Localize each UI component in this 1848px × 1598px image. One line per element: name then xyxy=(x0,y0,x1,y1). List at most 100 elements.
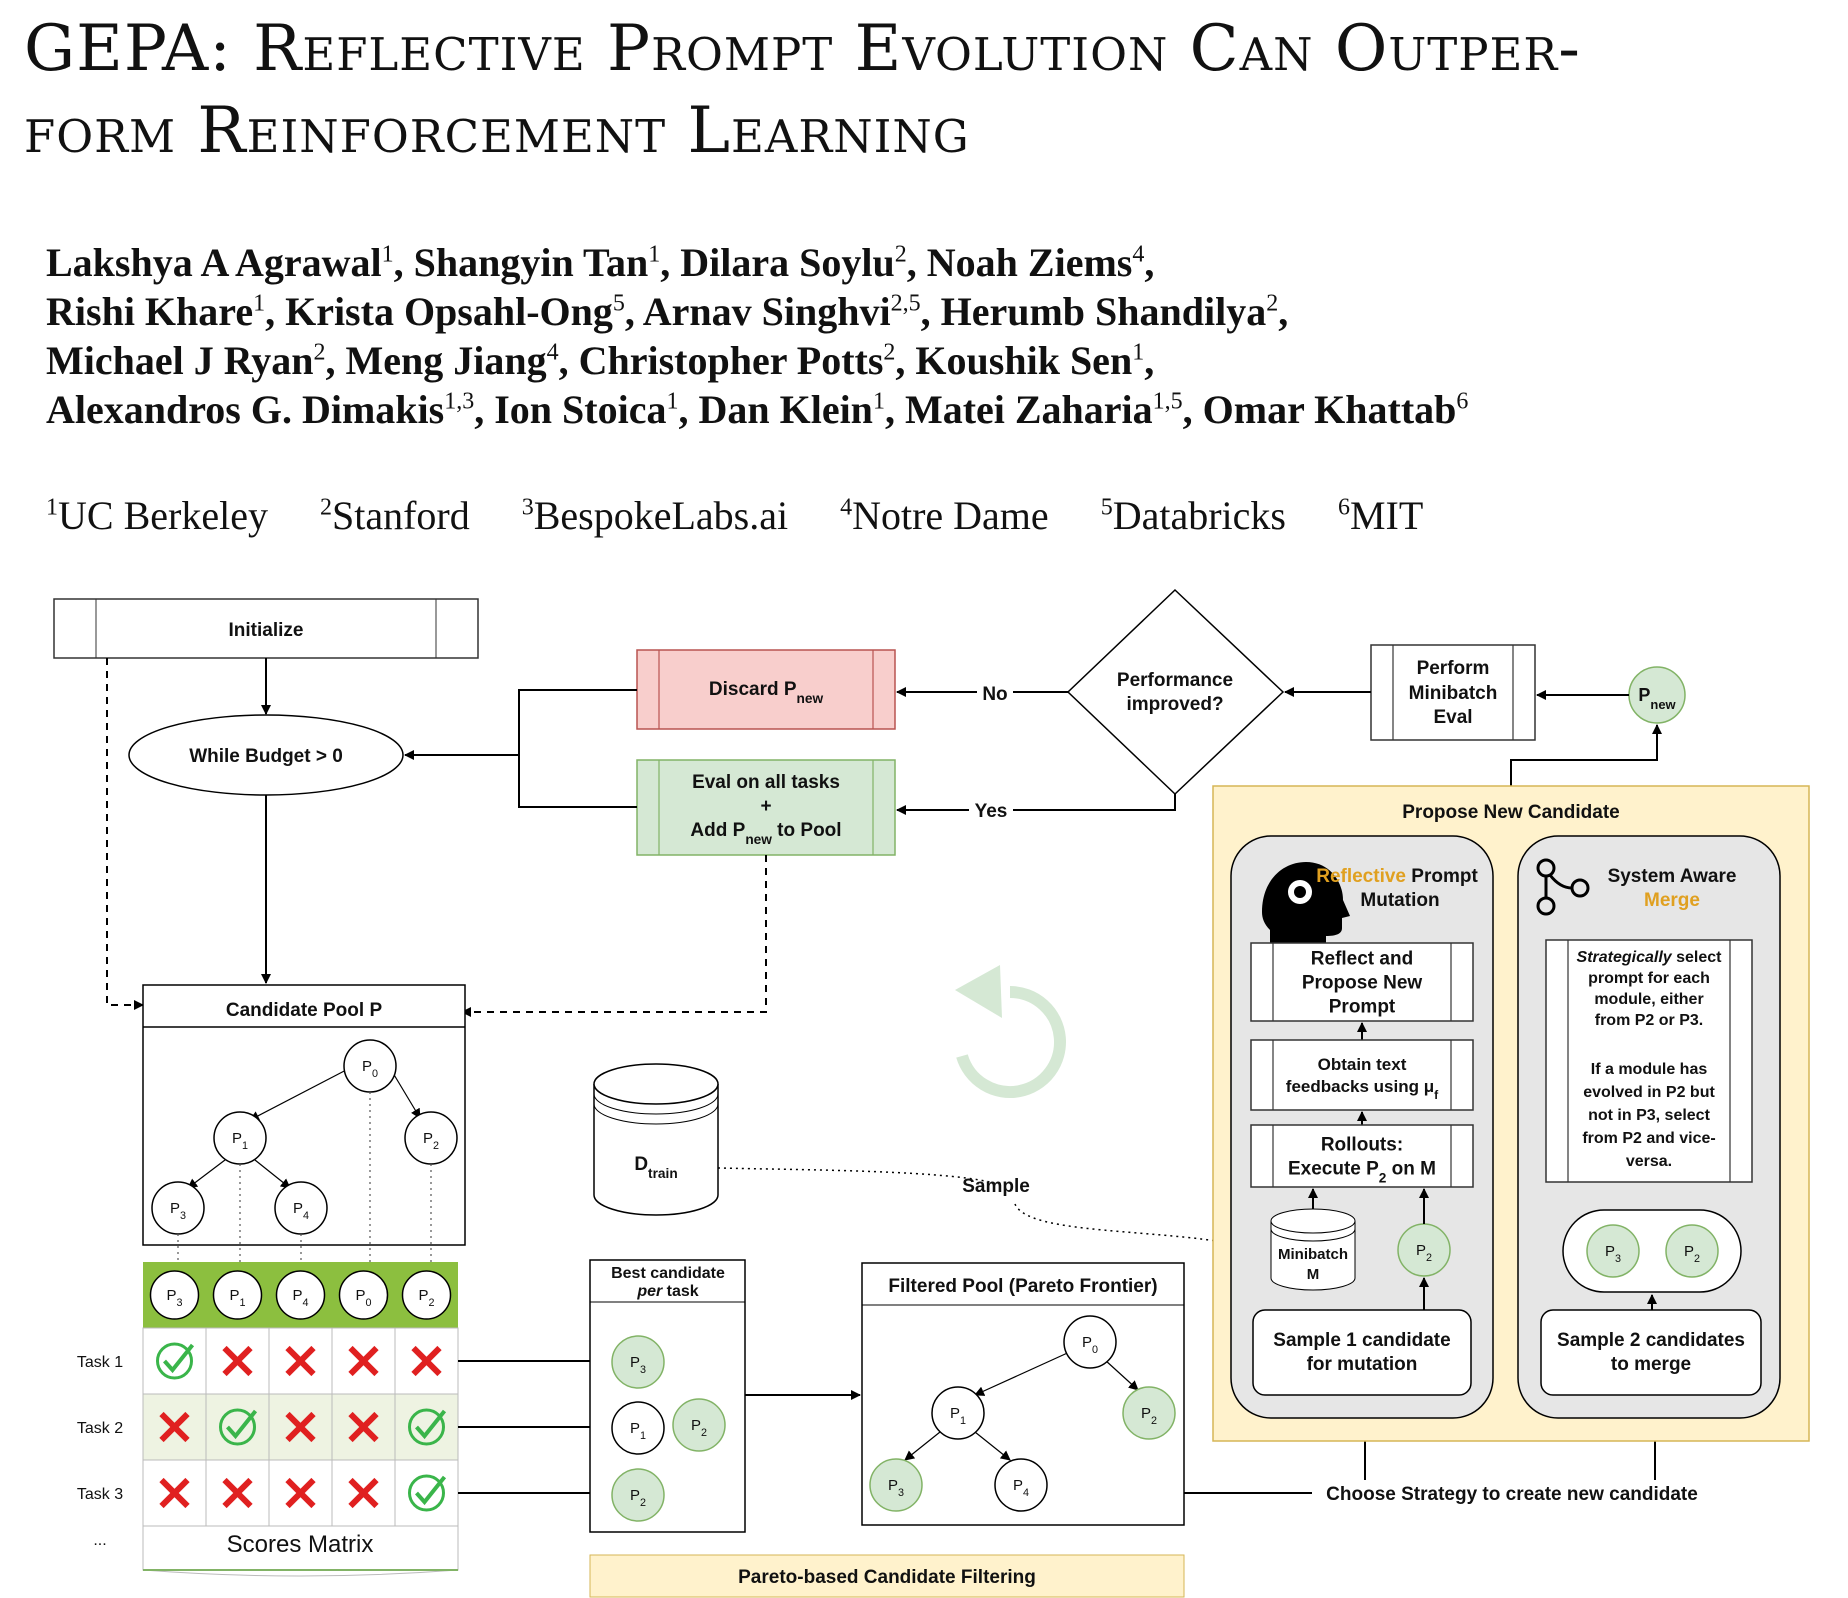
matrix-header-node xyxy=(338,1270,389,1320)
minibatch-eval-label: Perform xyxy=(1417,658,1490,679)
merge-node-p2 xyxy=(1665,1224,1719,1278)
affiliation-name: Databricks xyxy=(1112,493,1286,538)
affiliation-name: BespokeLabs.ai xyxy=(533,493,789,538)
author-name-text: Omar Khattab xyxy=(1202,387,1457,432)
obtain-feedback-box-label: Obtain text xyxy=(1318,1055,1407,1074)
tree-edge xyxy=(249,1067,351,1121)
affiliation: 5Databricks xyxy=(1101,493,1286,538)
connector-bracket xyxy=(518,689,637,808)
candidate-node-label: P4 xyxy=(292,1287,308,1309)
cross-icon xyxy=(222,1477,253,1509)
author-affil-mark: 1 xyxy=(1132,339,1145,366)
author-affil-mark: 1,3 xyxy=(444,388,475,415)
author-affil-mark: 5 xyxy=(612,290,625,317)
best-candidate-title: Best candidate xyxy=(611,1265,725,1282)
title-line-2: form Reinforcement Learning xyxy=(24,94,970,168)
eval-all-label: Eval on all tasks xyxy=(692,772,840,793)
paper-title: GEPA: Reflective Prompt Evolution Can Ou… xyxy=(24,8,1824,172)
best-node-p1 xyxy=(611,1401,665,1455)
check-icon-mark xyxy=(163,1343,195,1374)
eval-all-add-label: Add Pnew to Pool xyxy=(690,820,841,847)
author-list: Lakshya A Agrawal1, Shangyin Tan1, Dilar… xyxy=(46,240,1469,432)
filtered-node-p1 xyxy=(931,1386,985,1440)
matrix-header-node xyxy=(212,1270,263,1320)
merge-node-p3 xyxy=(1586,1224,1640,1278)
cross-icon xyxy=(348,1477,379,1509)
author-name-text: Lakshya A Agrawal xyxy=(46,240,382,285)
rollouts-box xyxy=(1250,1124,1474,1188)
author-name: Noah Ziems4 xyxy=(927,240,1145,285)
module-text: evolved in P2 but xyxy=(1583,1084,1715,1101)
task-label-ellipsis: ... xyxy=(93,1532,106,1549)
best-node-p3 xyxy=(611,1335,665,1389)
author-name-text: Matei Zaharia xyxy=(904,387,1153,432)
matrix-header-node xyxy=(401,1270,452,1320)
discard-label: Discard Pnew xyxy=(709,679,824,706)
module-text: versa. xyxy=(1626,1153,1672,1170)
candidate-node-label: P2 xyxy=(1141,1405,1157,1427)
reflect-propose-box-label: Propose New xyxy=(1302,973,1423,994)
author-name: Krista Opsahl-Ong5 xyxy=(285,289,625,334)
pnew-label: Pnew xyxy=(1638,685,1676,712)
cross-icon xyxy=(411,1345,442,1377)
sample-one-box xyxy=(1252,1309,1472,1396)
task-label: Task 3 xyxy=(77,1486,123,1503)
affiliation-name: Stanford xyxy=(331,493,470,538)
strategic-text: prompt for each xyxy=(1588,970,1710,987)
obtain-feedback-box-label: feedbacks using μf xyxy=(1286,1077,1439,1102)
minibatch-eval-box xyxy=(1370,644,1536,741)
discard-box xyxy=(636,649,896,730)
module-text: not in P3, select xyxy=(1588,1107,1710,1124)
author-name: Rishi Khare1 xyxy=(46,289,265,334)
author-name-text: Krista Opsahl-Ong xyxy=(285,289,613,334)
label-bg xyxy=(969,798,1013,822)
candidate-node-label: P0 xyxy=(355,1287,371,1309)
author-name-text: Christopher Potts xyxy=(578,338,884,383)
cross-icon xyxy=(285,1411,316,1443)
author-affil-mark: 6 xyxy=(1456,388,1469,415)
title-line-1: GEPA: Reflective Prompt Evolution Can Ou… xyxy=(24,12,1581,86)
task-label: Task 2 xyxy=(77,1420,123,1437)
strategic-text: Strategically select xyxy=(1577,949,1723,966)
author-name: Matei Zaharia1,5 xyxy=(905,387,1183,432)
author-affil-mark: 2 xyxy=(894,241,907,268)
while-budget-label: While Budget > 0 xyxy=(189,746,343,767)
sample-label: Sample xyxy=(962,1176,1030,1197)
author-name-text: Dilara Soylu xyxy=(680,240,895,285)
check-icon-mark xyxy=(226,1409,258,1440)
affiliation-number: 1 xyxy=(46,494,58,521)
candidate-pool-title: Candidate Pool P xyxy=(226,1000,383,1021)
minibatch-eval-label: Eval xyxy=(1433,707,1472,728)
label-bg xyxy=(977,680,1013,704)
author-affil-mark: 1 xyxy=(648,241,661,268)
cross-icon xyxy=(348,1345,379,1377)
author-name: Ion Stoica1 xyxy=(494,387,678,432)
author-affil-mark: 1 xyxy=(381,241,394,268)
affiliation: 4Notre Dame xyxy=(840,493,1049,538)
rollouts-box-label: Rollouts: xyxy=(1321,1135,1403,1156)
candidate-node-label: P2 xyxy=(423,1130,439,1152)
sample-two-label: Sample 2 candidates xyxy=(1557,1330,1745,1351)
filtered-node-p4 xyxy=(994,1458,1048,1512)
rollouts-box-label: Execute P2 on M xyxy=(1288,1159,1436,1186)
scores-matrix-footer xyxy=(142,1525,459,1577)
author-name: Alexandros G. Dimakis1,3 xyxy=(46,387,474,432)
tree-edge xyxy=(1104,1359,1139,1391)
matrix-header-node xyxy=(149,1270,200,1320)
cross-icon xyxy=(159,1477,190,1509)
minibatch-database-top xyxy=(1270,1208,1356,1234)
author-affil-mark: 4 xyxy=(1132,241,1145,268)
author-affil-mark: 1 xyxy=(253,290,266,317)
tree-edge xyxy=(974,1431,1011,1461)
check-icon xyxy=(219,1408,256,1446)
minibatch-label: Minibatch xyxy=(1278,1246,1348,1263)
initialize-label: Initialize xyxy=(229,620,304,641)
affiliation: 3BespokeLabs.ai xyxy=(522,493,788,538)
database-icon xyxy=(593,1084,719,1216)
sample-dotted-arrow xyxy=(1014,1203,1276,1257)
cross-icon xyxy=(222,1345,253,1377)
author-name: Dilara Soylu2 xyxy=(680,240,906,285)
affiliation: 6MIT xyxy=(1338,493,1423,538)
obtain-feedback-box xyxy=(1250,1039,1474,1111)
